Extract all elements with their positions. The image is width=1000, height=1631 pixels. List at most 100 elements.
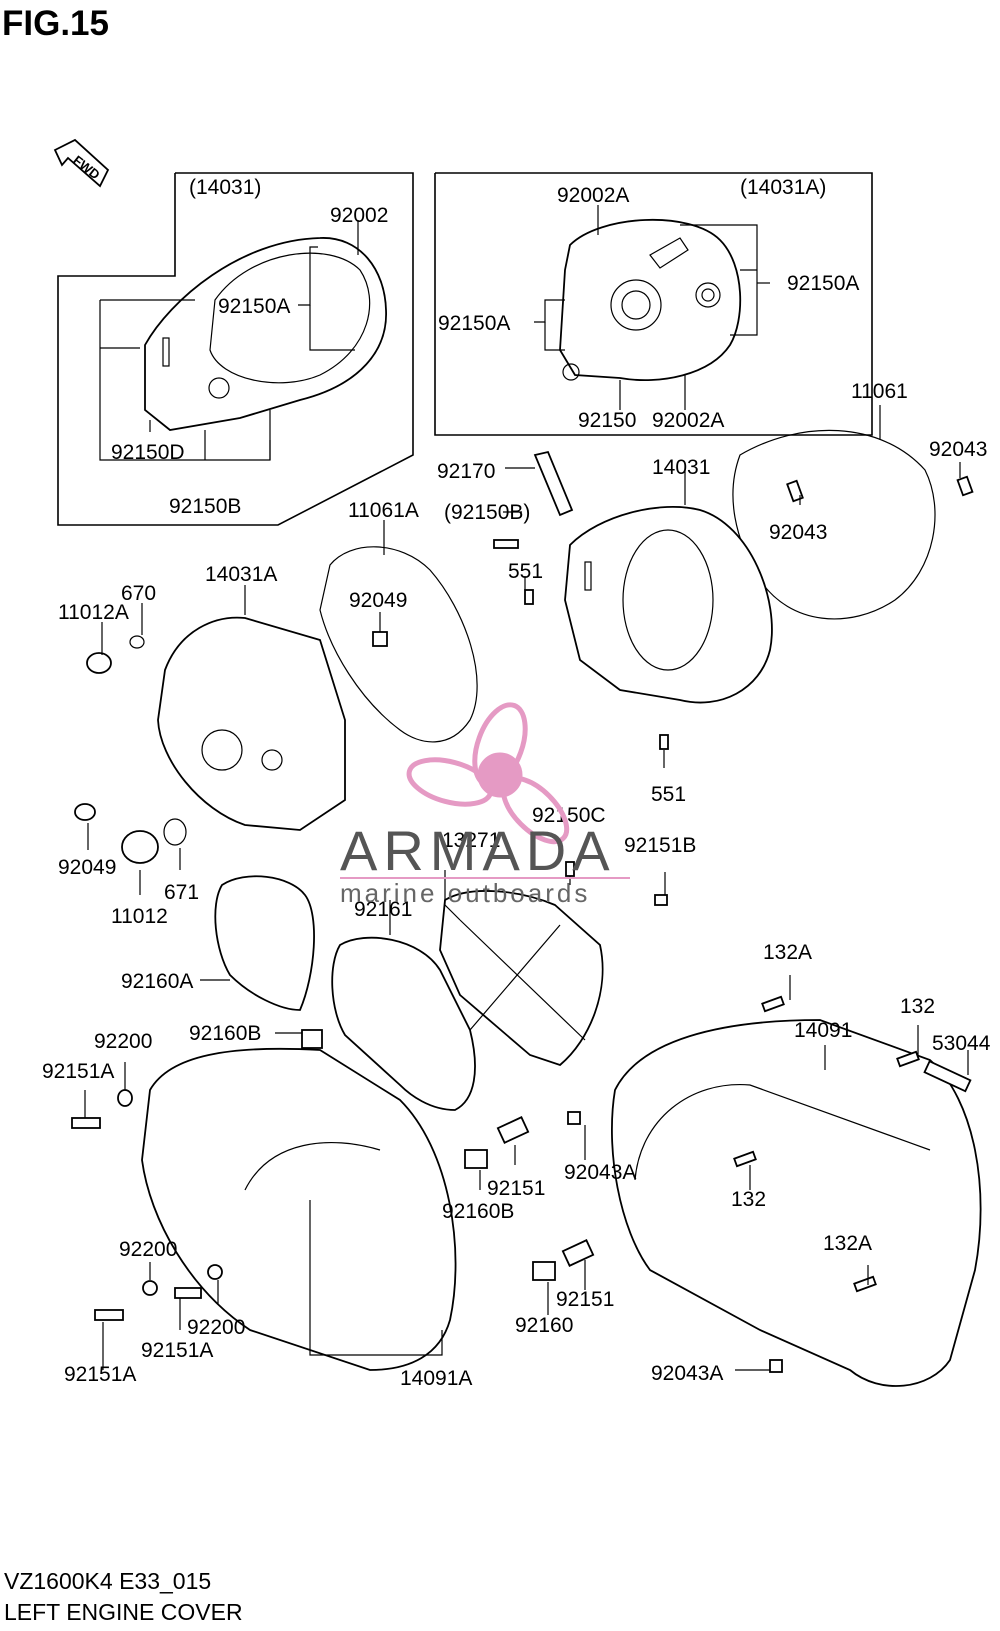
label-14091A: 14091A bbox=[400, 1367, 472, 1390]
bolt-92151A-c bbox=[94, 1309, 124, 1321]
bolt-92151A-a bbox=[71, 1117, 101, 1129]
label-551-a: 551 bbox=[508, 560, 543, 583]
label-92043-mid: 92043 bbox=[769, 521, 827, 544]
bolt-132A-top bbox=[761, 995, 785, 1013]
bolt-92151A-b bbox=[174, 1287, 202, 1299]
cover-14091-edge bbox=[634, 1084, 931, 1181]
leader-lines-left-cover bbox=[87, 405, 961, 895]
label-14031A: 14031A bbox=[205, 563, 277, 586]
grommet-92160B-b bbox=[464, 1149, 488, 1169]
inset-box-14031 bbox=[57, 172, 414, 526]
bolt-92151B bbox=[654, 894, 668, 906]
outer-cover-14031A-drawing bbox=[157, 616, 346, 831]
cover-14091A-edge bbox=[244, 1141, 381, 1191]
pad-92160A bbox=[214, 875, 315, 1011]
washer-92049-b bbox=[74, 803, 96, 821]
strap-92170 bbox=[533, 450, 574, 517]
label-92151-b: 92151 bbox=[556, 1288, 614, 1311]
label-92160: 92160 bbox=[515, 1314, 573, 1337]
label-11012: 11012 bbox=[111, 905, 168, 928]
bolt-92150B bbox=[493, 539, 519, 549]
label-14031-box: (14031) bbox=[189, 176, 261, 199]
label-92200-c: 92200 bbox=[187, 1316, 245, 1339]
label-13271: 13271 bbox=[442, 829, 500, 852]
insulator-92161 bbox=[331, 936, 476, 1111]
inset-box-14031A bbox=[434, 172, 873, 436]
clutch-cover-14031-drawing bbox=[564, 506, 773, 704]
leader-lines-lower bbox=[84, 870, 969, 1371]
collar-92151-a bbox=[496, 1116, 530, 1144]
label-92002: 92002 bbox=[330, 204, 388, 227]
label-92043A-b: 92043A bbox=[651, 1362, 723, 1385]
dowel-551-b bbox=[659, 734, 669, 750]
label-92049-a: 92049 bbox=[349, 589, 407, 612]
label-92150A-left: 92150A bbox=[218, 295, 290, 318]
label-92151-a: 92151 bbox=[487, 1177, 545, 1200]
leader-lines-14031A bbox=[534, 205, 770, 410]
gasket-11061A bbox=[319, 546, 478, 743]
label-92160A: 92160A bbox=[121, 970, 193, 993]
label-92160B-a: 92160B bbox=[189, 1022, 261, 1045]
washer-92200-a bbox=[117, 1089, 133, 1107]
figure-title: FIG.15 bbox=[2, 4, 109, 43]
dowel-551-a bbox=[524, 589, 534, 605]
bolt-92150C bbox=[565, 861, 575, 877]
label-551-b: 551 bbox=[651, 783, 686, 806]
dowel-92043 bbox=[786, 475, 974, 503]
label-92200-b: 92200 bbox=[119, 1238, 177, 1261]
label-92161: 92161 bbox=[354, 898, 412, 921]
label-14091: 14091 bbox=[794, 1019, 852, 1042]
label-92043A-a: 92043A bbox=[564, 1161, 636, 1184]
inner-cover-14031-drawing bbox=[144, 237, 387, 431]
cover-14091A bbox=[141, 1047, 457, 1371]
bracket-13271-ribs bbox=[459, 919, 586, 1041]
plug-11012A bbox=[86, 652, 112, 674]
label-670: 670 bbox=[121, 582, 156, 605]
label-92150A-right: 92150A bbox=[787, 272, 859, 295]
label-92151A-b: 92151A bbox=[141, 1339, 213, 1362]
label-132A-mid: 132A bbox=[823, 1232, 872, 1255]
washer-92200-b bbox=[142, 1280, 158, 1296]
label-92150A-right-left: 92150A bbox=[438, 312, 510, 335]
diagram-name: LEFT ENGINE COVER bbox=[4, 1599, 243, 1625]
generator-cover-14031A-drawing bbox=[559, 219, 742, 381]
label-132-mid: 132 bbox=[731, 1188, 766, 1211]
grommet-92160B-a bbox=[301, 1029, 323, 1049]
oring-670 bbox=[129, 635, 145, 649]
dowel-92043A-a bbox=[567, 1111, 581, 1125]
pin-53044 bbox=[923, 1060, 972, 1093]
label-92150B: 92150B bbox=[169, 495, 241, 518]
label-671: 671 bbox=[164, 881, 199, 904]
plug-11012 bbox=[121, 830, 159, 864]
label-92151A-a: 92151A bbox=[42, 1060, 114, 1083]
dowel-92049-a bbox=[372, 631, 388, 647]
washer-92200-c bbox=[207, 1264, 223, 1280]
label-53044: 53044 bbox=[932, 1032, 991, 1055]
bolt-132A-mid bbox=[853, 1275, 877, 1293]
bolt-132-mid bbox=[733, 1150, 757, 1168]
dowel-92043A-b bbox=[769, 1359, 783, 1373]
diagram-code: VZ1600K4 E33_015 bbox=[4, 1568, 212, 1594]
label-92150: 92150 bbox=[578, 409, 636, 432]
label-92170: 92170 bbox=[437, 460, 495, 483]
cover-14091 bbox=[611, 1019, 982, 1387]
label-14031: 14031 bbox=[652, 456, 710, 479]
label-92002A-top: 92002A bbox=[557, 184, 629, 207]
label-132A-top: 132A bbox=[763, 941, 812, 964]
label-14031A-box: (14031A) bbox=[740, 176, 826, 199]
label-92151A-c: 92151A bbox=[64, 1363, 136, 1386]
label-92160B-b: 92160B bbox=[442, 1200, 514, 1223]
bolt-132-top bbox=[896, 1050, 920, 1068]
label-92151B: 92151B bbox=[624, 834, 696, 857]
fwd-arrow-icon: FWD bbox=[53, 138, 110, 188]
collar-92151-b bbox=[561, 1239, 595, 1267]
label-92150C: 92150C bbox=[532, 804, 606, 827]
label-92043-right: 92043 bbox=[929, 438, 987, 461]
label-92049-b: 92049 bbox=[58, 856, 116, 879]
oring-671 bbox=[163, 818, 187, 846]
label-92150D: 92150D bbox=[111, 441, 185, 464]
grommet-92160 bbox=[532, 1261, 556, 1281]
label-132-top: 132 bbox=[900, 995, 935, 1018]
leader-lines-14031 bbox=[99, 220, 359, 461]
